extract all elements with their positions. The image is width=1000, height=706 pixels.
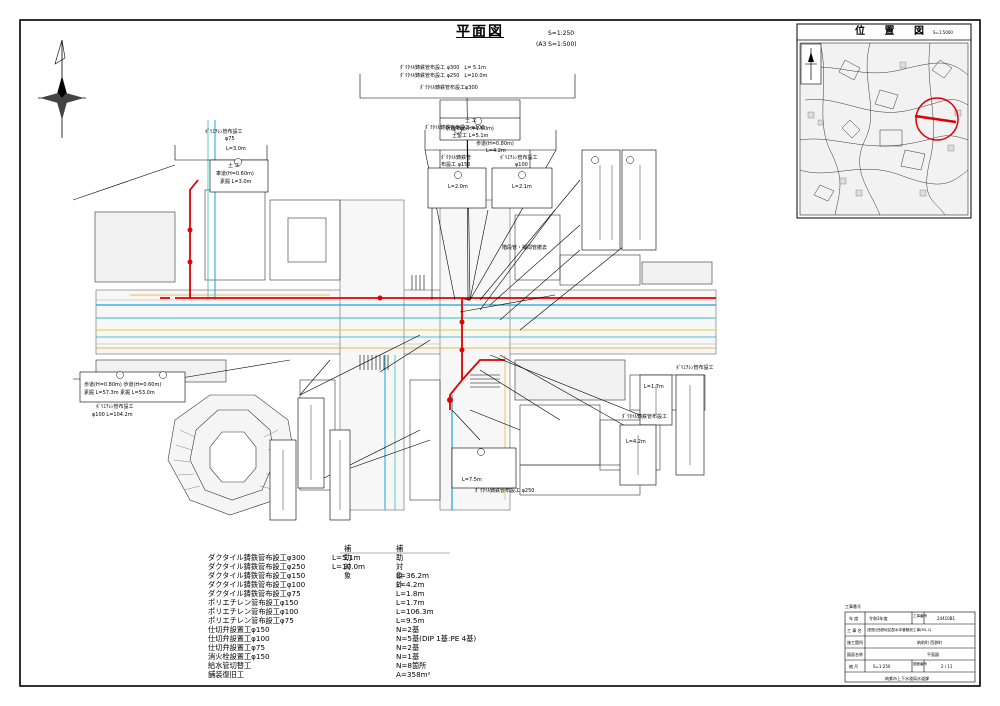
plan-base bbox=[94, 189, 717, 516]
callout-right-l2: L=4.2m bbox=[626, 439, 646, 445]
title-block-frame bbox=[844, 611, 976, 683]
tb-name-label: 工 事 名 bbox=[847, 628, 862, 633]
callout-l20: L=2.0m bbox=[448, 184, 468, 190]
callout-keikaku: 計画布道(H=1.60m) bbox=[446, 126, 494, 132]
drawing-frame bbox=[19, 19, 981, 687]
tb-code-label: 工事番号 bbox=[913, 614, 927, 618]
drawing-title: 平面図 bbox=[456, 24, 504, 40]
callout-l30: L=3.0m bbox=[226, 146, 246, 152]
location-map-scale: S=1:5000 bbox=[933, 30, 953, 35]
scale-label: S=1:250 bbox=[548, 30, 575, 37]
callout-l21: L=2.1m bbox=[512, 184, 532, 190]
callout-tokakou: 土留工 L=5.1m bbox=[452, 133, 489, 139]
callout-right-dk: ﾀﾞｸﾀｲﾙ鋳鉄管布設工 bbox=[622, 414, 668, 420]
summary-head-covered: 補助対象 bbox=[344, 544, 352, 581]
callout-left-bottom-3: ﾎﾟﾘｴﾁﾚﾝ管布設工 bbox=[96, 404, 134, 410]
project-site-marker bbox=[914, 114, 957, 124]
callout-l42: L=4.2m bbox=[486, 148, 506, 154]
callout-pipe-100: ﾀﾞｸﾀｲﾙ鋳鉄管布設工 φ100 bbox=[425, 125, 485, 131]
title-block-header: 工事番号 bbox=[845, 604, 861, 609]
callout-bottom-pipe: ﾀﾞｸﾀｲﾙ鋳鉄管布設工 φ250 bbox=[475, 488, 535, 494]
callout-poly-75-b: φ75 bbox=[225, 136, 235, 142]
callout-number-badges bbox=[116, 117, 634, 456]
callout-top-pipe-250: ﾀﾞｸﾀｲﾙ鋳鉄管布設工 φ250 L=10.0m bbox=[400, 73, 488, 79]
callout-pipe-150-b: 布設工 φ150 bbox=[441, 162, 471, 168]
location-map bbox=[796, 23, 972, 219]
tb-code-value: 24410B1 bbox=[937, 616, 956, 621]
vertical-text-markers bbox=[282, 165, 691, 510]
callout-doko-1: 土 工 bbox=[465, 118, 477, 124]
callout-left-bottom-4: φ100 L=104.2m bbox=[92, 412, 133, 418]
callout-left-bottom-2: 素掘 L=57.3m 素掘 L=53.0m bbox=[84, 390, 155, 396]
tb-site-value: 筑前町 西鉄町 bbox=[917, 640, 943, 645]
location-map-title: 位 置 図 bbox=[855, 26, 932, 37]
callout-kaidan: 階段管・補間管撤去 bbox=[502, 245, 548, 251]
callout-top-pipe-300: ﾀﾞｸﾀｲﾙ鋳鉄管布設工 φ300 L= 5.1m bbox=[400, 65, 486, 71]
tb-no-label: 図面番号 bbox=[913, 662, 927, 666]
tb-office: 筑紫市上下水道局水道課 bbox=[885, 676, 929, 681]
location-north-arrow-icon bbox=[805, 48, 817, 80]
tb-scale-label: 縮 尺 bbox=[849, 664, 859, 669]
callout-hodo-080: 歩道(H=0.80m) bbox=[476, 141, 514, 147]
callout-left-bottom-1: 歩道(H=0.80m) 歩道(H=0.60m) bbox=[84, 382, 162, 388]
callout-right-poly: ﾎﾟﾘｴﾁﾚﾝ管布設工 bbox=[676, 365, 714, 371]
project-site-circle bbox=[915, 97, 959, 141]
stadium-structure bbox=[167, 394, 296, 516]
tb-scale-value: S=1:250 bbox=[873, 664, 891, 669]
tb-year-label: 年 度 bbox=[849, 616, 859, 621]
scale-a3-label: (A3 S=1:500) bbox=[536, 41, 577, 48]
callout-poly-75: ﾎﾟﾘｴﾁﾚﾝ管布設工 bbox=[205, 129, 243, 135]
tb-name-value: (配配)西鉄地区配水本管敷設工事(R3-2) bbox=[867, 628, 932, 632]
summary-head-uncovered: 補助対象外 bbox=[396, 544, 404, 590]
callout-poly-100-a: ﾎﾟﾘｴﾁﾚﾝ管布設工 bbox=[500, 155, 538, 161]
callout-bottom-l: L=7.5m bbox=[462, 477, 482, 483]
callout-poly-100-b: φ100 bbox=[515, 162, 528, 168]
callout-sanko: 素掘 L=3.0m bbox=[220, 179, 252, 185]
callout-right-l1: L=1.7m bbox=[644, 384, 664, 390]
north-arrow-icon bbox=[38, 39, 86, 138]
title-block: 工事番号 年 度 令和3年度 工事番号 24410B1 工 事 名 (配配)西鉄… bbox=[845, 604, 975, 684]
tb-no-value: 2 / 11 bbox=[941, 664, 953, 669]
callout-doko-2: 土 工 bbox=[228, 163, 240, 169]
tb-drawing-label: 図面名称 bbox=[847, 652, 863, 657]
tb-drawing-value: 平面図 bbox=[927, 652, 939, 657]
tb-site-label: 施工箇所 bbox=[847, 640, 863, 645]
callout-pipe-300: ﾀﾞｸﾀｲﾙ鋳鉄管布設工φ300 bbox=[420, 85, 478, 91]
callout-shado: 車道(H=0.60m) bbox=[216, 171, 254, 177]
valve-markers bbox=[187, 227, 465, 403]
callout-pipe-150-a: ﾀﾞｸﾀｲﾙ鋳鉄管 bbox=[441, 155, 472, 161]
tb-year-value: 令和3年度 bbox=[869, 616, 888, 621]
